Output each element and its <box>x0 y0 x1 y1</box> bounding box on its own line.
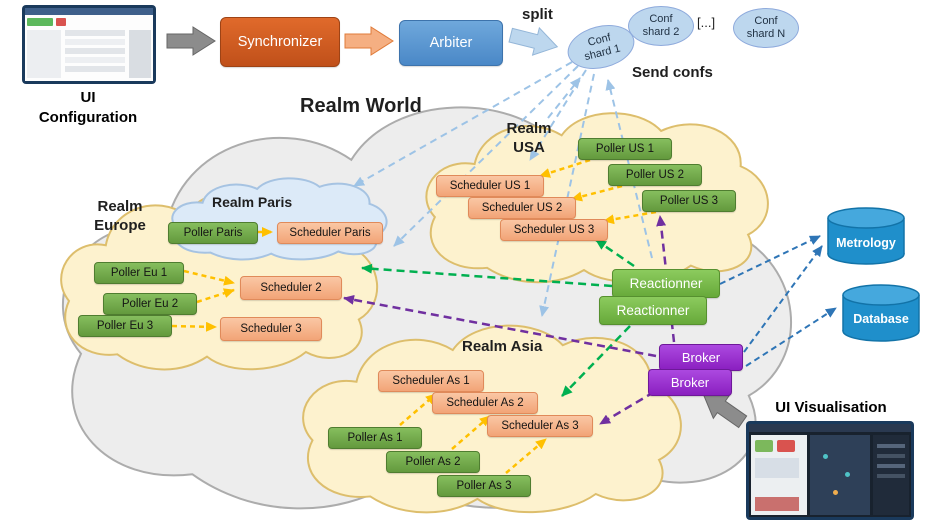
broker-2: Broker <box>648 369 732 396</box>
screenshot-detail <box>810 435 870 515</box>
dashed-arrow <box>361 263 613 288</box>
screenshot-detail <box>755 497 799 511</box>
cylinder-top <box>827 207 905 229</box>
dashed-arrow <box>595 238 635 268</box>
dashed-arrow <box>539 73 595 317</box>
scheduler-as-1: Scheduler As 1 <box>378 370 484 392</box>
screenshot-content <box>25 8 153 81</box>
realm-world-label: Realm World <box>300 95 422 117</box>
conf-shard-2: Conf shard 2 <box>628 6 694 46</box>
screenshot-titlebar <box>749 424 911 432</box>
dashed-arrow <box>719 235 821 285</box>
flow-arrow-synchronizer-to-arbiter <box>344 26 394 56</box>
poller-as-1: Poller As 1 <box>328 427 422 449</box>
realm-paris-label: Realm Paris <box>212 194 293 210</box>
ui-visualisation-label: UI Visualisation <box>775 399 887 416</box>
broker-arrows <box>343 215 676 426</box>
scheduler-3: Scheduler 3 <box>220 317 322 341</box>
dashed-arrow <box>656 215 676 343</box>
scheduler-us-2: Scheduler US 2 <box>468 197 576 219</box>
screenshot-content <box>749 424 911 517</box>
database-cylinder-icon <box>842 284 920 342</box>
screenshot-detail <box>877 454 905 458</box>
screenshot-detail <box>777 440 795 452</box>
split-label: split <box>522 6 553 23</box>
ui-configuration-label: UI Configuration <box>38 89 138 126</box>
realm-usa-label: Realm USA <box>506 120 552 156</box>
scheduler-2: Scheduler 2 <box>240 276 342 300</box>
screenshot-titlebar <box>25 8 153 15</box>
screenshot-detail <box>877 444 905 448</box>
broker-1: Broker <box>659 344 743 371</box>
screenshot-detail <box>129 30 151 78</box>
send-confs-label: Send confs <box>632 64 713 81</box>
screenshot-detail <box>755 458 799 478</box>
screenshot-detail <box>27 18 53 26</box>
conf-distribution-arrows <box>353 61 653 317</box>
dashed-arrow <box>605 79 653 259</box>
dashed-arrow <box>393 65 579 247</box>
screenshot-detail <box>56 18 66 26</box>
poller-us-2: Poller US 2 <box>608 164 702 186</box>
poller-eu-2: Poller Eu 2 <box>103 293 197 315</box>
storage-arrows <box>719 235 837 367</box>
ui-configuration-screenshot <box>22 5 156 84</box>
synchronizer-box: Synchronizer <box>220 17 340 67</box>
screenshot-detail <box>27 30 61 78</box>
poller-us-1: Poller US 1 <box>578 138 672 160</box>
scheduler-as-2: Scheduler As 2 <box>432 392 538 414</box>
poller-as-3: Poller As 3 <box>437 475 531 497</box>
dashed-arrow <box>561 325 631 397</box>
screenshot-detail <box>65 66 125 72</box>
dashed-arrow <box>196 288 235 304</box>
map-dot <box>833 490 838 495</box>
screenshot-detail <box>877 474 905 478</box>
database-label: Database <box>853 312 909 326</box>
flow-arrow-split <box>508 26 559 56</box>
scheduler-paris: Scheduler Paris <box>277 222 383 244</box>
map-dot <box>845 472 850 477</box>
poller-paris: Poller Paris <box>168 222 258 244</box>
dashed-arrow <box>171 321 217 332</box>
dashed-arrow <box>547 77 581 119</box>
scheduler-as-3: Scheduler As 3 <box>487 415 593 437</box>
dashed-arrow <box>743 245 823 353</box>
poller-us-3: Poller US 3 <box>642 190 736 212</box>
dashed-arrow <box>745 307 837 367</box>
cylinder-top <box>842 284 920 306</box>
reactionner-2: Reactionner <box>599 296 707 325</box>
screenshot-detail <box>65 30 125 36</box>
conf-shard-n: Conf shard N <box>733 8 799 48</box>
screenshot-detail <box>65 57 125 63</box>
flow-arrow-config-to-synchronizer <box>166 26 216 56</box>
reactionner-1: Reactionner <box>612 269 720 298</box>
dashed-arrow <box>353 61 573 187</box>
arbiter-box: Arbiter <box>399 20 503 66</box>
screenshot-detail <box>65 39 125 45</box>
poller-as-2: Poller As 2 <box>386 451 480 473</box>
ui-visualisation-screenshot <box>746 421 914 520</box>
screenshot-detail <box>877 464 905 468</box>
realm-asia-label: Realm Asia <box>462 338 543 355</box>
dashed-arrow <box>399 393 437 426</box>
map-dot <box>823 454 828 459</box>
screenshot-detail <box>755 440 773 452</box>
realm-europe-label: Realm Europe <box>94 198 146 234</box>
poller-eu-3: Poller Eu 3 <box>78 315 172 337</box>
dashed-arrow <box>599 390 655 426</box>
poller-eu-1: Poller Eu 1 <box>94 262 184 284</box>
metrology-label: Metrology <box>836 236 896 250</box>
scheduler-us-3: Scheduler US 3 <box>500 219 608 241</box>
screenshot-detail <box>65 48 125 54</box>
scheduler-us-1: Scheduler US 1 <box>436 175 544 197</box>
shard-ellipsis: [...] <box>697 15 716 30</box>
metrology-cylinder-icon <box>827 207 905 265</box>
dashed-arrow <box>343 294 657 358</box>
reactionner-arrows <box>361 238 635 397</box>
